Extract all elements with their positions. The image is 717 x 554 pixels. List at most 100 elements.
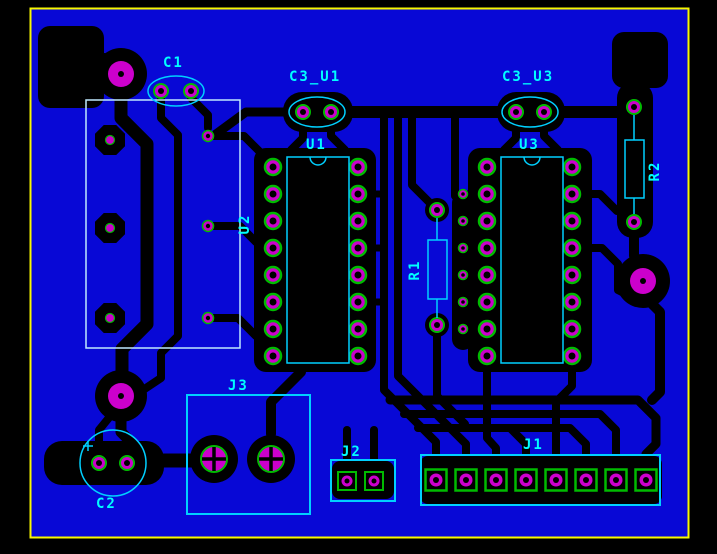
j1-pad-hole <box>583 477 589 483</box>
trace <box>114 83 154 399</box>
dip-pad-hole <box>269 163 277 171</box>
mounting-pad-hole <box>118 71 124 77</box>
dip-pad-hole <box>483 325 491 333</box>
j1-pad <box>514 468 538 492</box>
c1-outline <box>147 75 205 107</box>
dip-pad-hole <box>354 190 362 198</box>
label-j1: J1 <box>523 437 544 453</box>
j1-pad <box>544 468 568 492</box>
label-j3: J3 <box>228 378 249 394</box>
trace <box>459 190 491 333</box>
trace <box>500 118 520 154</box>
dip-pad-hole <box>269 325 277 333</box>
trace <box>187 94 212 132</box>
copper-region <box>38 26 104 108</box>
trace <box>115 414 196 465</box>
u1-notch <box>309 156 327 166</box>
copper-region-u1 <box>254 148 376 372</box>
c2-plus-mark <box>83 441 93 451</box>
copper-region <box>612 32 668 88</box>
component-pad-hole <box>124 460 130 466</box>
j1-pad <box>454 468 478 492</box>
trace <box>266 367 306 439</box>
dip-pad-hole <box>354 298 362 306</box>
label-u2: U2 <box>237 214 253 235</box>
trace <box>568 244 634 300</box>
dip-pad-hole <box>354 163 362 171</box>
copper-region <box>617 82 653 238</box>
trace <box>568 190 621 215</box>
via-hole <box>461 192 465 196</box>
c3u1-outline <box>288 96 346 128</box>
dip-pad-hole <box>269 217 277 225</box>
component-pad-hole <box>328 109 334 115</box>
j1-pad <box>604 468 628 492</box>
u3-notch <box>523 156 541 166</box>
j1-pad <box>574 468 598 492</box>
j1-pad-hole <box>433 477 439 483</box>
trace <box>644 296 665 405</box>
label-r1: R1 <box>407 260 423 281</box>
dip-pad-hole <box>483 217 491 225</box>
dip-pad-hole <box>568 325 576 333</box>
dip-pad-hole <box>483 352 491 360</box>
dip-pad-hole <box>483 163 491 171</box>
copper-region-j1 <box>420 456 662 504</box>
dip-pad-hole <box>568 352 576 360</box>
u1-body-outline <box>286 156 350 364</box>
dip-pad-hole <box>269 352 277 360</box>
j3-outline <box>186 394 311 515</box>
module-pad-hole <box>205 133 211 139</box>
label-c3u1: C3_U1 <box>289 69 341 85</box>
u3-body-outline <box>500 156 564 364</box>
via-hole <box>461 219 465 223</box>
copper-region-j2 <box>332 461 394 499</box>
via-hole <box>461 246 465 250</box>
label-j2: J2 <box>341 444 362 460</box>
via-hole <box>461 327 465 331</box>
silkscreen-labels: C1 C3_U1 C3_U3 U1 U3 U2 R1 R2 J3 J2 J1 C… <box>96 55 663 512</box>
dip-pad-hole <box>354 325 362 333</box>
dip-pad-hole <box>483 244 491 252</box>
dip-pad-hole <box>483 190 491 198</box>
component-pad-hole <box>434 207 440 213</box>
trace <box>95 410 116 456</box>
module-pad-hole <box>205 223 211 229</box>
label-c2: C2 <box>96 496 117 512</box>
j3-pad-cross <box>259 447 283 471</box>
j3-pad-cross <box>202 447 226 471</box>
j1-pad-hole <box>493 477 499 483</box>
component-pad-hole <box>300 109 306 115</box>
j2-pad <box>337 471 357 491</box>
u2-module-outline <box>85 99 241 349</box>
trace <box>400 410 620 466</box>
label-u3: U3 <box>519 137 540 153</box>
component-pad-hole <box>188 88 194 94</box>
component-pad-hole <box>158 88 164 94</box>
dip-pad-hole <box>354 352 362 360</box>
trace <box>327 118 349 154</box>
dip-pad-hole <box>483 298 491 306</box>
j1-pad-hole <box>523 477 529 483</box>
trace <box>136 94 182 396</box>
dip-pad-hole <box>568 190 576 198</box>
dip-pad-hole <box>354 217 362 225</box>
mounting-pad-hole <box>640 278 646 284</box>
copper-region <box>283 92 353 132</box>
dip-pad-hole <box>354 244 362 252</box>
pads-layer <box>91 61 658 492</box>
trace <box>204 314 260 340</box>
j1-pad-hole <box>643 477 649 483</box>
component-pad-hole <box>513 109 519 115</box>
dip-pad-hole <box>354 271 362 279</box>
label-r2: R2 <box>647 161 663 182</box>
copper-region-u3 <box>468 148 592 372</box>
j2-pad <box>364 471 384 491</box>
mounting-pad-hole <box>118 393 124 399</box>
c2-outline <box>79 429 147 497</box>
j1-pad-hole <box>613 477 619 483</box>
j2-outline <box>330 459 396 502</box>
j1-outline <box>420 454 661 506</box>
dip-pad-hole <box>568 244 576 252</box>
